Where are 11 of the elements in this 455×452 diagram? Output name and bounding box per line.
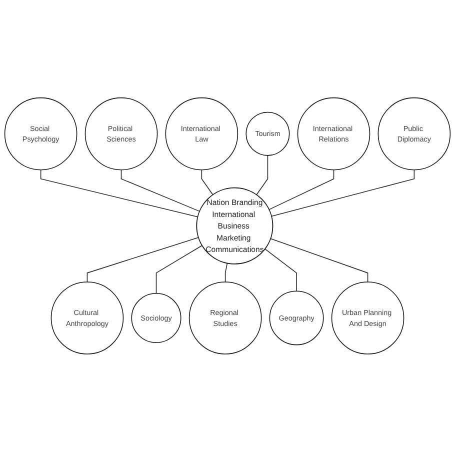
connector: [256, 155, 268, 196]
connector: [268, 170, 334, 210]
connector: [224, 262, 228, 282]
connector: [270, 238, 368, 282]
connector: [86, 237, 199, 282]
connector: [156, 245, 202, 294]
connector: [40, 170, 198, 218]
connector: [271, 170, 415, 217]
connector: [120, 170, 200, 212]
connector: [264, 248, 297, 292]
connector: [201, 170, 214, 196]
